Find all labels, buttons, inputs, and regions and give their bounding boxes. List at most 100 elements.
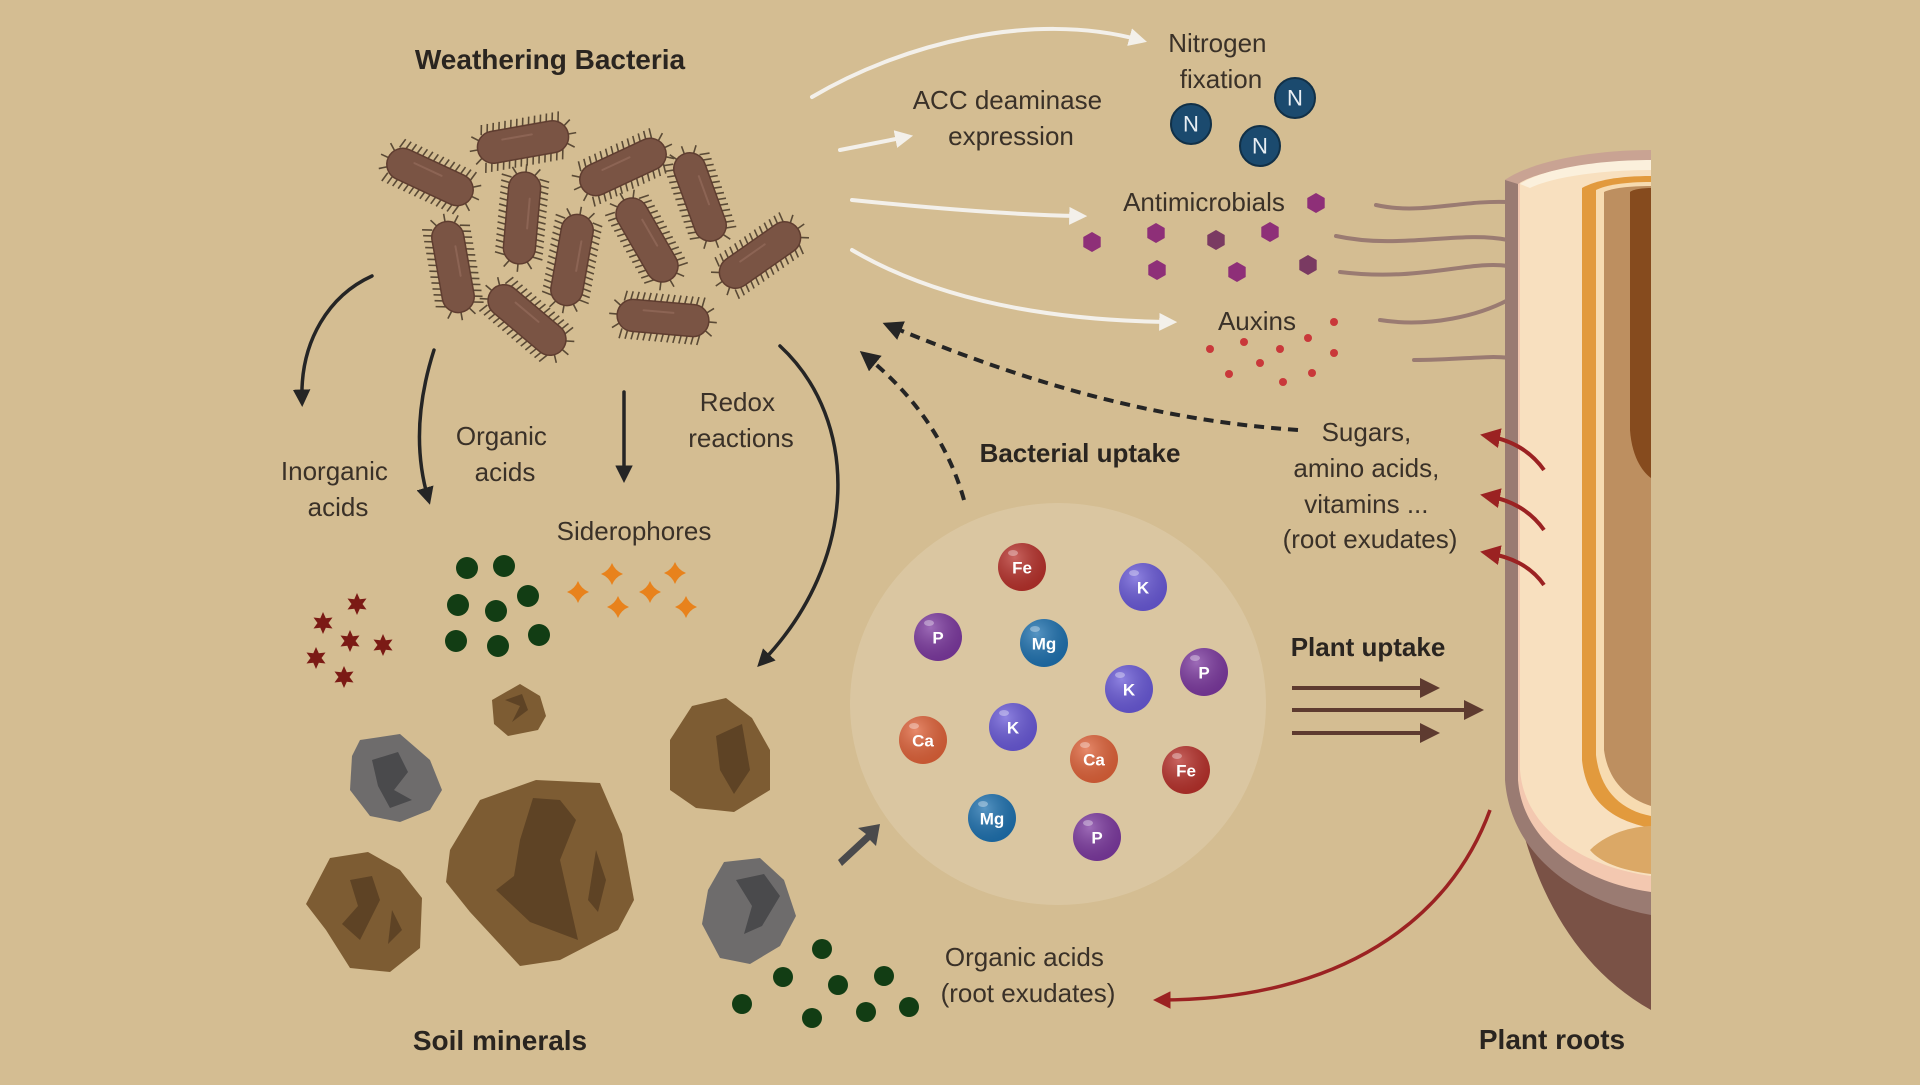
nitrogen-symbol: N: [1252, 134, 1268, 159]
nutrient-ion-ca: Ca: [1070, 735, 1118, 783]
label-siderophores: Siderophores: [557, 516, 712, 546]
nutrient-ion-p: P: [1180, 648, 1228, 696]
auxin-dot: [1279, 378, 1287, 386]
label-organic-acids: Organic acids: [456, 421, 554, 487]
arrow-exudate-3: [1480, 545, 1546, 587]
bacteria-cluster: [378, 111, 810, 364]
label-line: Redox: [700, 387, 775, 417]
organic-acid-dot: [517, 585, 539, 607]
title-weathering-bacteria: Weathering Bacteria: [415, 44, 686, 75]
siderophore-sparkle: [639, 581, 661, 603]
nitrogen-atom: N: [1239, 125, 1281, 167]
bacterium: [609, 290, 717, 346]
root-organic-acid-dot: [732, 994, 752, 1014]
root-organic-acid-dot: [802, 1008, 822, 1028]
label-line: (root exudates): [941, 978, 1116, 1008]
auxin-dot: [1256, 359, 1264, 367]
label-line: amino acids,: [1293, 453, 1439, 483]
ion-symbol: K: [1007, 719, 1020, 738]
rock-brown-bottom-left: [306, 852, 422, 972]
arrow-to-antimicrobials: [850, 198, 1088, 225]
auxin-dot: [1304, 334, 1312, 342]
rock-grey-right: [702, 858, 796, 964]
root-organic-acid-dot: [773, 967, 793, 987]
bacterium: [478, 276, 575, 364]
root-organic-acid-molecules: [732, 939, 919, 1028]
ion-symbol: Ca: [1083, 751, 1105, 770]
plant-root: [1334, 150, 1651, 1010]
nitrogen-symbol: N: [1287, 86, 1303, 111]
organic-acid-dot: [456, 557, 478, 579]
nutrient-ion-k: K: [1119, 563, 1167, 611]
auxin-dot: [1240, 338, 1248, 346]
siderophore-sparkle: [675, 596, 697, 618]
antimicrobial-hexagon: [1207, 230, 1225, 250]
label-antimicrobials: Antimicrobials: [1123, 187, 1285, 217]
auxin-dot: [1330, 318, 1338, 326]
label-nitrogen-fixation: Nitrogen fixation: [1168, 28, 1274, 94]
organic-acid-dot: [485, 600, 507, 622]
label-line: ACC deaminase: [913, 85, 1102, 115]
bacterial-uptake-arrows: [859, 321, 1299, 501]
label-root-exudates: Sugars, amino acids, vitamins ... (root …: [1283, 417, 1458, 554]
arrow-exudates-to-bacteria: [882, 321, 1299, 432]
label-line: Nitrogen: [1168, 28, 1266, 58]
label-line: fixation: [1180, 64, 1262, 94]
bacterium: [662, 144, 737, 250]
organic-acid-dot: [447, 594, 469, 616]
arrow-organic-acids: [416, 348, 436, 505]
ion-symbol: P: [1091, 829, 1102, 848]
rock-brown-right: [670, 698, 770, 812]
organic-acid-dot: [445, 630, 467, 652]
ion-symbol: P: [1198, 664, 1209, 683]
organic-acid-dot: [487, 635, 509, 657]
inorganic-acid-star: [334, 666, 354, 688]
auxin-dot: [1206, 345, 1214, 353]
label-bacterial-uptake: Bacterial uptake: [980, 438, 1181, 468]
antimicrobial-hexagon: [1148, 260, 1166, 280]
weathering-arrows: [292, 274, 840, 668]
arrow-redox: [757, 344, 840, 668]
ion-symbol: Fe: [1176, 762, 1196, 781]
label-auxins: Auxins: [1218, 306, 1296, 336]
label-line: acids: [308, 492, 369, 522]
organic-acid-dot: [528, 624, 550, 646]
antimicrobial-hexagon: [1261, 222, 1279, 242]
ion-symbol: Fe: [1012, 559, 1032, 578]
label-line: (root exudates): [1283, 524, 1458, 554]
inorganic-acid-star: [340, 630, 360, 652]
ion-symbol: Mg: [1032, 635, 1057, 654]
label-line: expression: [948, 121, 1074, 151]
antimicrobial-hexagon: [1147, 223, 1165, 243]
organic-acid-molecules: [445, 555, 550, 657]
arrow-to-auxins: [850, 248, 1178, 331]
label-redox-reactions: Redox reactions: [688, 387, 794, 453]
antimicrobial-hexagon: [1299, 255, 1317, 275]
arrow-to-nitrogen: [810, 26, 1147, 99]
root-organic-acid-dot: [828, 975, 848, 995]
nutrient-ion-p: P: [914, 613, 962, 661]
rock-large-brown: [446, 780, 634, 966]
root-hairs: [1334, 199, 1510, 362]
plant-uptake-arrows: [1292, 678, 1484, 743]
bacterium: [710, 212, 810, 300]
nutrient-ion-k: K: [1105, 665, 1153, 713]
soil-mineral-rocks: [306, 684, 796, 972]
bacterium: [494, 164, 550, 272]
label-root-organic-acids: Organic acids (root exudates): [941, 942, 1116, 1008]
antimicrobial-hexagon: [1228, 262, 1246, 282]
nutrient-ion-fe: Fe: [998, 543, 1046, 591]
arrow-soil-to-pool: [838, 824, 880, 866]
label-line: Sugars,: [1322, 417, 1412, 447]
arrow-inorganic-acids: [292, 274, 374, 407]
arrow-root-to-organic-acids: [1153, 809, 1492, 1009]
label-plant-uptake: Plant uptake: [1291, 632, 1446, 662]
inorganic-acid-star: [306, 647, 326, 669]
antimicrobial-molecules: [1083, 193, 1325, 282]
auxin-molecules: [1206, 318, 1338, 386]
label-inorganic-acids: Inorganic acids: [281, 456, 395, 522]
siderophore-molecules: [567, 562, 697, 618]
nitrogen-atoms: NNN: [1170, 77, 1316, 167]
